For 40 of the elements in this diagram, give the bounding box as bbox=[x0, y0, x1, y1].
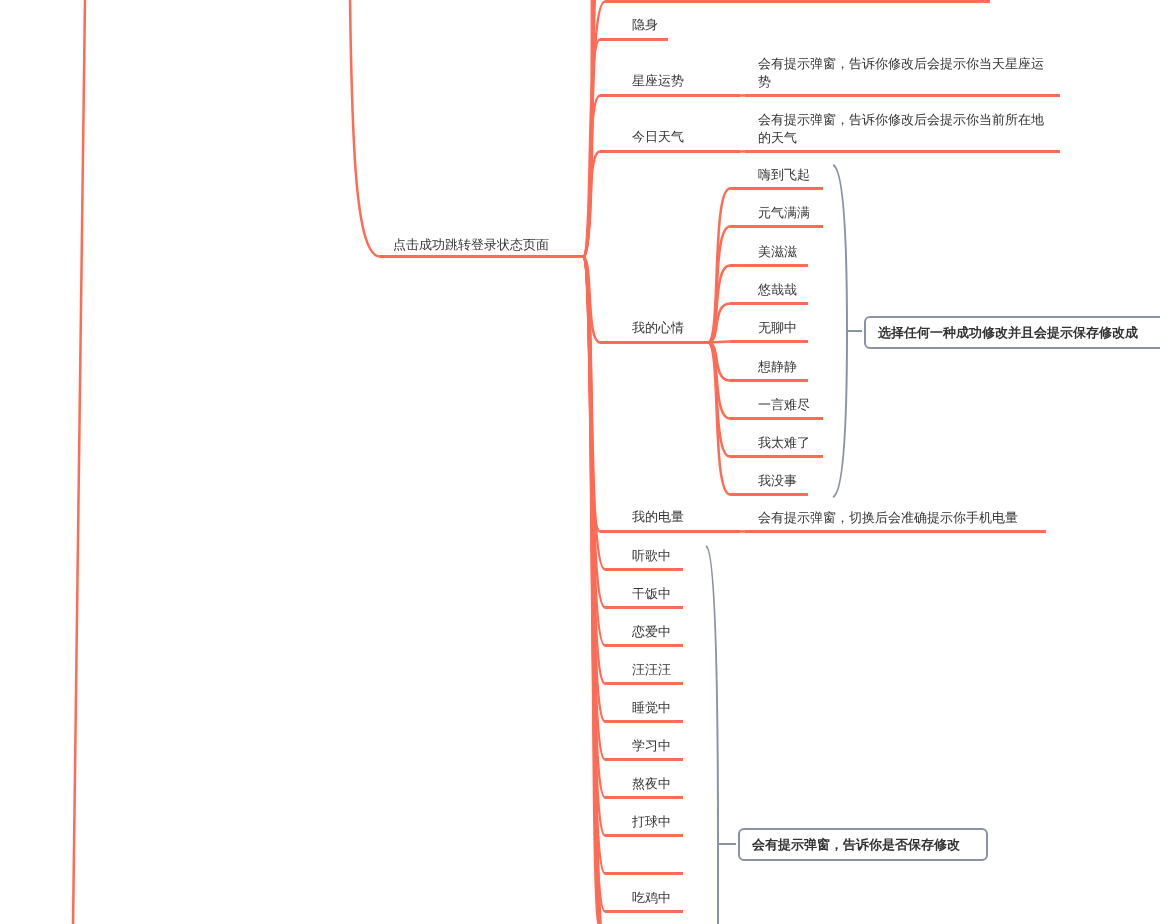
branch-topic: 熬夜中 bbox=[605, 771, 683, 799]
note-topic: 会有提示弹窗，告诉你修改后会提示你当前所在地的天气 bbox=[745, 109, 1060, 153]
branch-line bbox=[707, 341, 731, 496]
branch-topic: 一言难尽 bbox=[730, 392, 823, 420]
note-topic: 会有提示弹窗，切换后会准确提示你手机电量 bbox=[745, 507, 1046, 533]
branch-topic: 元气满满 bbox=[730, 200, 823, 228]
branch-topic: 今日天气 bbox=[600, 123, 740, 153]
branch-topic: 隐身 bbox=[600, 11, 668, 41]
branch-line bbox=[740, 94, 745, 97]
branch-topic: 学习中 bbox=[605, 733, 683, 761]
branch-topic: 无聊中 bbox=[730, 315, 808, 343]
note-topic: 会有提示弹窗，告诉你修改后会提示你当天星座运势 bbox=[745, 53, 1060, 97]
branch-topic: 睡觉中 bbox=[605, 695, 683, 723]
branch-topic: 打球中 bbox=[605, 809, 683, 837]
branch-topic: 悠哉哉 bbox=[730, 277, 808, 305]
branch-topic: 我太难了 bbox=[730, 430, 823, 458]
branch-line bbox=[582, 255, 601, 344]
branch-line bbox=[740, 150, 745, 153]
branch-topic: 我的电量 bbox=[600, 503, 740, 533]
summary-box: 会有提示弹窗，告诉你是否保存修改 bbox=[738, 828, 988, 861]
branch-line bbox=[707, 341, 731, 458]
branch-topic: 我的心情 bbox=[600, 314, 708, 344]
branch-line bbox=[348, 0, 381, 258]
branch-topic: 嗨到飞起 bbox=[730, 162, 823, 190]
branch-line bbox=[707, 302, 731, 344]
branch-line bbox=[740, 530, 745, 533]
branch-topic: 吃鸡中 bbox=[605, 885, 683, 913]
branch-line bbox=[707, 341, 731, 382]
branch-topic: 汪汪汪 bbox=[605, 657, 683, 685]
summary-box: 选择任何一种成功修改并且会提示保存修改成 bbox=[864, 316, 1160, 349]
branch-line bbox=[582, 150, 601, 258]
branch-topic: 想静静 bbox=[730, 354, 808, 382]
branch-topic: 恋爱中 bbox=[605, 619, 683, 647]
branch-topic: 美滋滋 bbox=[730, 239, 808, 267]
branch-topic: 听歌中 bbox=[605, 543, 683, 571]
branch-topic: 星座运势 bbox=[600, 67, 740, 97]
branch-topic: 我没事 bbox=[730, 468, 808, 496]
branch-line bbox=[707, 225, 731, 344]
branch-topic: 点击成功跳转登录状态页面 bbox=[380, 234, 583, 258]
branch-topic: 干饭中 bbox=[605, 581, 683, 609]
